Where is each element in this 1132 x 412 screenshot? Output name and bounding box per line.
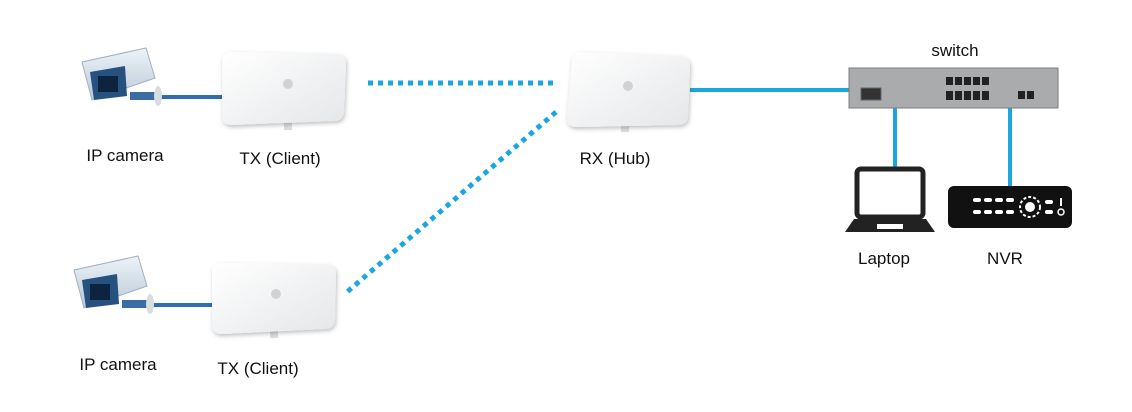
ip-camera-2-icon — [73, 255, 154, 314]
camera2-label: IP camera — [79, 355, 157, 374]
rx-hub-icon — [567, 52, 690, 132]
rx-label: RX (Hub) — [580, 149, 651, 168]
switch-icon — [848, 67, 1059, 109]
tx1-label: TX (Client) — [239, 149, 320, 168]
tx2-label: TX (Client) — [217, 359, 298, 378]
nvr-label: NVR — [987, 249, 1023, 268]
wireless-link-tx2-rx — [345, 110, 558, 294]
switch-label: switch — [931, 41, 978, 60]
laptop-icon — [845, 166, 935, 232]
camera1-label: IP camera — [86, 146, 164, 165]
laptop-label: Laptop — [858, 249, 910, 268]
tx-client-2-icon — [212, 263, 336, 338]
tx-client-1-icon — [222, 52, 346, 130]
ip-camera-1-icon — [81, 47, 162, 106]
nvr-icon — [948, 186, 1072, 228]
